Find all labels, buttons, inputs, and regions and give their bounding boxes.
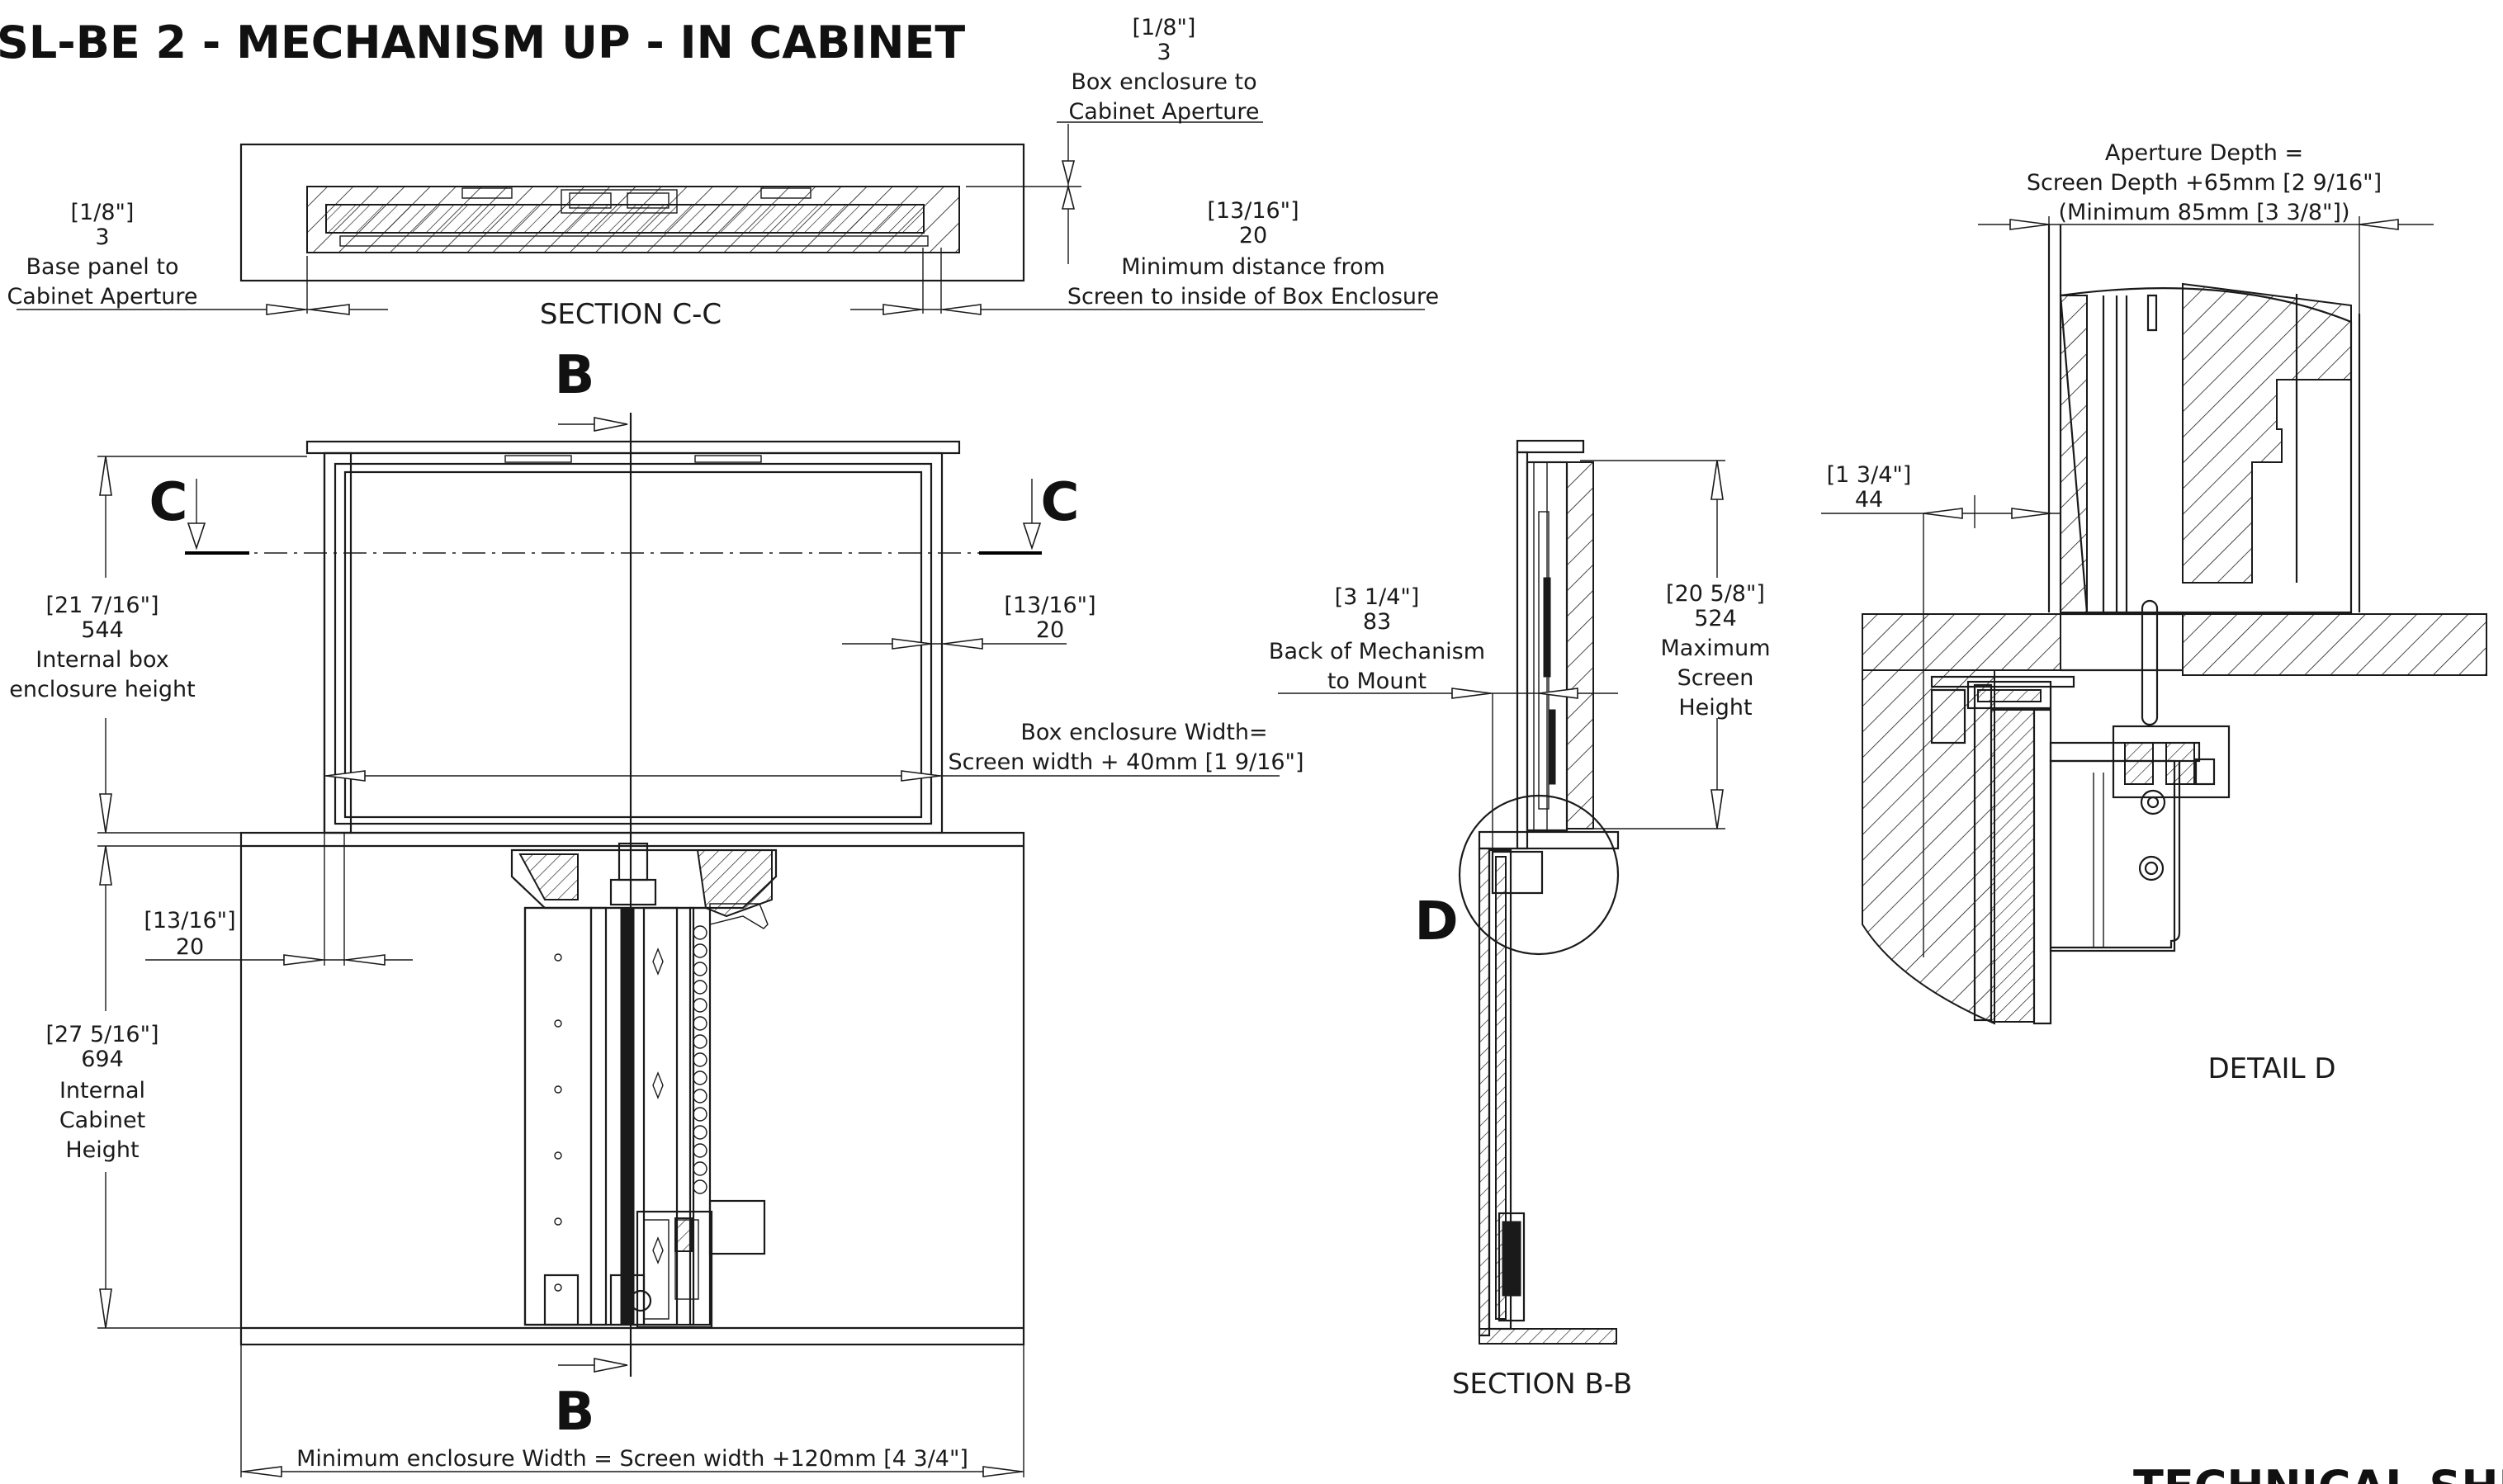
svg-text:Minimum distance from: Minimum distance from xyxy=(1121,254,1385,280)
svg-text:(Minimum 85mm [3 3/8"]): (Minimum 85mm [3 3/8"]) xyxy=(2058,200,2349,225)
dim-back-to-mount: [3 1/4"] 83 Back of Mechanism to Mount xyxy=(1269,584,1485,694)
svg-text:Internal: Internal xyxy=(59,1078,145,1104)
chain-link xyxy=(693,1107,707,1122)
svg-text:3: 3 xyxy=(1157,40,1171,65)
dim-max-screen-height: [20 5/8"] 524 Maximum Screen Height xyxy=(1660,581,1770,721)
front-view xyxy=(97,413,1280,1477)
chain-link xyxy=(693,1179,707,1194)
section-cc-view xyxy=(17,121,1425,315)
dim-internal-box-height: [21 7/16"] 544 Internal box enclosure he… xyxy=(9,593,196,702)
svg-text:to Mount: to Mount xyxy=(1327,669,1427,694)
svg-text:Base panel to: Base panel to xyxy=(26,254,179,280)
svg-text:[1/8"]: [1/8"] xyxy=(1133,15,1196,40)
chain-link xyxy=(693,962,707,976)
svg-text:Back of Mechanism: Back of Mechanism xyxy=(1269,639,1485,664)
svg-text:20: 20 xyxy=(1239,223,1267,248)
svg-text:enclosure height: enclosure height xyxy=(9,677,196,702)
svg-text:20: 20 xyxy=(1036,617,1064,643)
chain-link xyxy=(693,1070,707,1085)
marker-c-right: C xyxy=(1041,472,1080,533)
detail-d-view xyxy=(1821,216,2487,1025)
chain-link xyxy=(693,1143,707,1158)
chain-link xyxy=(693,998,707,1013)
section-bb-label: SECTION B-B xyxy=(1452,1368,1632,1401)
svg-text:Maximum: Maximum xyxy=(1660,636,1770,661)
svg-text:Cabinet: Cabinet xyxy=(59,1108,145,1133)
detail-d-label: DETAIL D xyxy=(2207,1052,2335,1085)
svg-text:[1/8"]: [1/8"] xyxy=(71,200,135,225)
svg-text:694: 694 xyxy=(81,1047,124,1072)
dim-detail-offset: [1 3/4"] 44 xyxy=(1827,462,1912,513)
chain-link xyxy=(693,925,707,940)
footer-title: TECHNICAL SHEET xyxy=(2133,1461,2503,1484)
svg-text:[20 5/8"]: [20 5/8"] xyxy=(1666,581,1765,607)
drawing-title: SL-BE 2 - MECHANISM UP - IN CABINET xyxy=(0,17,965,69)
chain-link xyxy=(693,1125,707,1140)
svg-text:544: 544 xyxy=(81,617,124,643)
svg-text:[13/16"]: [13/16"] xyxy=(1004,593,1095,618)
marker-b-bottom: B xyxy=(555,1382,595,1443)
svg-text:Cabinet Aperture: Cabinet Aperture xyxy=(1068,99,1259,125)
svg-text:Box enclosure Width=: Box enclosure Width= xyxy=(1020,720,1267,745)
svg-text:20: 20 xyxy=(176,934,204,960)
dim-aperture-depth: Aperture Depth = Screen Depth +65mm [2 9… xyxy=(2027,140,2382,225)
section-cc-label: SECTION C-C xyxy=(540,298,722,331)
dim-box-to-aperture: [1/8"] 3 Box enclosure to Cabinet Apertu… xyxy=(1068,15,1259,125)
svg-text:Box enclosure to: Box enclosure to xyxy=(1071,69,1256,95)
svg-text:[13/16"]: [13/16"] xyxy=(144,908,235,933)
chain-link xyxy=(693,943,707,958)
svg-text:44: 44 xyxy=(1855,487,1883,513)
chain-link xyxy=(693,1034,707,1049)
chain-link xyxy=(693,1052,707,1067)
marker-d: D xyxy=(1414,891,1458,952)
dim-min-enclosure-width: Minimum enclosure Width = Screen width +… xyxy=(296,1446,968,1472)
svg-text:Aperture Depth =: Aperture Depth = xyxy=(2105,140,2303,166)
svg-text:3: 3 xyxy=(95,224,109,250)
dim-screen-to-box: [13/16"] 20 Minimum distance from Screen… xyxy=(1067,198,1439,310)
section-bb-view xyxy=(1278,439,1725,1345)
dim-box-width: Box enclosure Width= Screen width + 40mm… xyxy=(948,720,1304,775)
chain-link xyxy=(693,980,707,995)
svg-text:Screen: Screen xyxy=(1677,665,1754,691)
svg-text:[1 3/4"]: [1 3/4"] xyxy=(1827,462,1912,488)
svg-text:83: 83 xyxy=(1363,609,1391,635)
svg-text:[21 7/16"]: [21 7/16"] xyxy=(45,593,159,618)
dim-internal-cabinet-height: [27 5/16"] 694 Internal Cabinet Height xyxy=(45,1022,159,1163)
svg-text:Screen to inside of Box Enclos: Screen to inside of Box Enclosure xyxy=(1067,284,1439,310)
svg-text:Screen Depth +65mm [2 9/16"]: Screen Depth +65mm [2 9/16"] xyxy=(2027,170,2382,196)
dim-side-gap-right: [13/16"] 20 xyxy=(1004,593,1095,643)
svg-text:Screen width + 40mm [1 9/16"]: Screen width + 40mm [1 9/16"] xyxy=(948,749,1304,775)
dim-side-gap-left: [13/16"] 20 xyxy=(144,908,235,960)
dim-base-to-aperture: [1/8"] 3 Base panel to Cabinet Aperture xyxy=(7,200,197,310)
svg-text:Height: Height xyxy=(65,1137,139,1163)
marker-c-left: C xyxy=(149,472,188,533)
svg-text:[3 1/4"]: [3 1/4"] xyxy=(1335,584,1420,610)
svg-text:Internal box: Internal box xyxy=(35,647,168,673)
chain-link xyxy=(693,1016,707,1031)
svg-text:[13/16"]: [13/16"] xyxy=(1207,198,1299,224)
chain-link xyxy=(693,1089,707,1104)
chain-link xyxy=(693,1161,707,1176)
svg-text:524: 524 xyxy=(1694,606,1737,631)
svg-text:Cabinet Aperture: Cabinet Aperture xyxy=(7,284,197,310)
svg-text:Height: Height xyxy=(1678,695,1752,721)
marker-b-top: B xyxy=(555,345,595,406)
svg-text:[27 5/16"]: [27 5/16"] xyxy=(45,1022,159,1047)
